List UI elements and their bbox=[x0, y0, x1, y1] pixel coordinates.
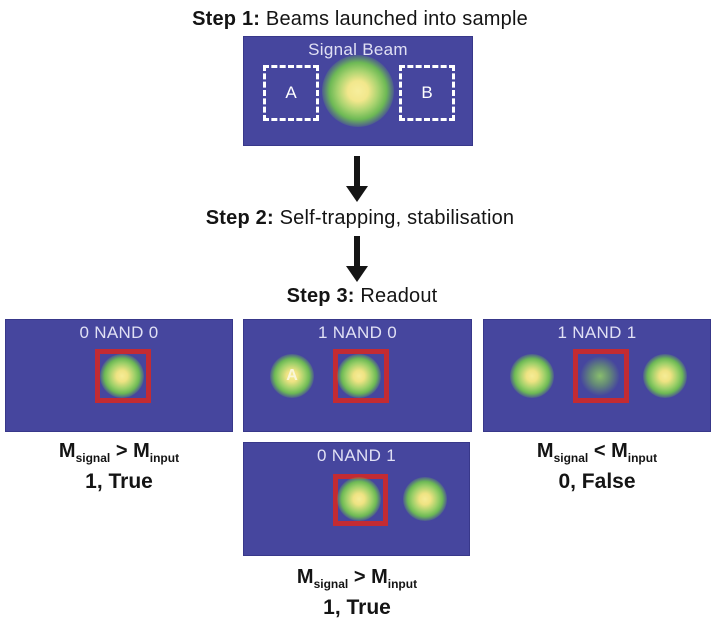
logic-verdict: 1, True bbox=[85, 470, 153, 493]
readout-marker-box bbox=[333, 349, 389, 403]
step1-title-prefix: Step 1: bbox=[192, 8, 261, 30]
down-arrow-icon bbox=[346, 156, 368, 202]
m-subscript-signal: signal bbox=[553, 451, 589, 465]
input-b-box: B bbox=[399, 65, 455, 121]
measurement-comparison: Msignal > Minput bbox=[297, 566, 417, 595]
step3-title-prefix: Step 3: bbox=[286, 285, 355, 307]
input-a-label: A bbox=[285, 83, 297, 102]
signal-beam-spot bbox=[322, 55, 394, 127]
m-subscript-signal: signal bbox=[313, 577, 349, 591]
readout-marker-box bbox=[573, 349, 629, 403]
result-bottom: Msignal > Minput 1, True bbox=[297, 566, 417, 620]
readout-panel-0-nand-1: 0 NAND 1 bbox=[243, 442, 470, 556]
input-beam-a-spot: A bbox=[270, 354, 314, 398]
step3-title-text: Readout bbox=[354, 285, 438, 307]
readout-panel-1-nand-0: 1 NAND 0 A bbox=[243, 319, 472, 432]
signal-launch-panel: Signal Beam A B bbox=[243, 36, 473, 146]
m-symbol: M bbox=[611, 440, 628, 462]
step2-title-text: Self-trapping, stabilisation bbox=[273, 207, 515, 229]
m-subscript-input: input bbox=[149, 451, 180, 465]
input-a-box: A bbox=[263, 65, 319, 121]
result-right: Msignal < Minput 0, False bbox=[537, 440, 657, 494]
input-beam-a-spot bbox=[510, 354, 554, 398]
m-subscript-signal: signal bbox=[75, 451, 111, 465]
step1-title-text: Beams launched into sample bbox=[260, 8, 528, 30]
readout-marker-box bbox=[333, 474, 388, 526]
signal-beam-spot bbox=[100, 354, 144, 398]
logic-verdict: 0, False bbox=[558, 470, 636, 493]
gate-label-0-nand-0: 0 NAND 0 bbox=[79, 323, 159, 342]
step2-title: Step 2: Self-trapping, stabilisation bbox=[206, 207, 514, 230]
input-beam-a-letter: A bbox=[286, 367, 298, 384]
gate-label-1-nand-1: 1 NAND 1 bbox=[557, 323, 637, 342]
result-left: Msignal > Minput 1, True bbox=[59, 440, 179, 494]
signal-beam-spot bbox=[337, 477, 381, 521]
signal-beam-spot bbox=[337, 354, 381, 398]
input-b-label: B bbox=[421, 83, 433, 102]
m-symbol: M bbox=[58, 440, 76, 462]
step3-title: Step 3: Readout bbox=[287, 285, 438, 308]
arrow-head bbox=[346, 186, 368, 202]
input-beam-b-spot bbox=[643, 354, 687, 398]
m-subscript-input: input bbox=[387, 577, 418, 591]
measurement-comparison: Msignal < Minput bbox=[537, 440, 657, 469]
weak-signal-beam-spot bbox=[580, 356, 620, 396]
m-symbol: M bbox=[133, 440, 150, 462]
m-symbol: M bbox=[536, 440, 554, 462]
comparison-operator: < bbox=[593, 440, 606, 462]
input-beam-b-spot bbox=[403, 477, 447, 521]
arrow-shaft bbox=[354, 236, 360, 266]
signal-beam-label: Signal Beam bbox=[308, 40, 408, 59]
readout-panel-0-nand-0: 0 NAND 0 bbox=[5, 319, 233, 432]
m-symbol: M bbox=[296, 566, 314, 588]
down-arrow-icon bbox=[346, 236, 368, 282]
comparison-operator: > bbox=[115, 440, 128, 462]
logic-verdict: 1, True bbox=[323, 596, 391, 619]
arrow-shaft bbox=[354, 156, 360, 186]
m-symbol: M bbox=[371, 566, 388, 588]
measurement-comparison: Msignal > Minput bbox=[59, 440, 179, 469]
gate-label-0-nand-1: 0 NAND 1 bbox=[317, 446, 396, 465]
readout-panel-1-nand-1: 1 NAND 1 bbox=[483, 319, 711, 432]
gate-label-1-nand-0: 1 NAND 0 bbox=[318, 323, 397, 342]
arrow-head bbox=[346, 266, 368, 282]
step2-title-prefix: Step 2: bbox=[205, 207, 274, 229]
comparison-operator: > bbox=[353, 566, 366, 588]
step1-title: Step 1: Beams launched into sample bbox=[192, 8, 528, 31]
readout-marker-box bbox=[95, 349, 151, 403]
m-subscript-input: input bbox=[627, 451, 658, 465]
